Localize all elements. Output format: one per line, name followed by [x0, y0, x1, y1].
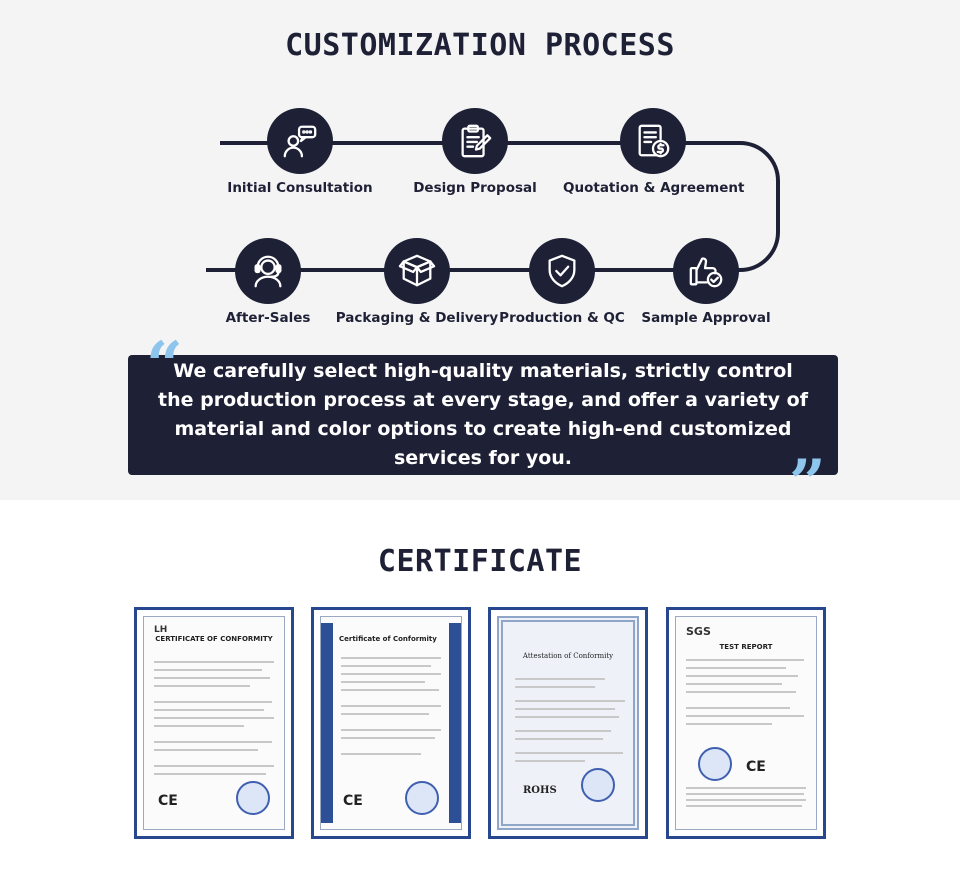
sgs-logo-icon: SGS — [686, 625, 711, 638]
quote-text: We carefully select high-quality materia… — [158, 360, 808, 469]
step-packaging-delivery: Packaging & Delivery — [327, 238, 507, 326]
invoice-dollar-icon — [620, 108, 686, 174]
step-label: Sample Approval — [641, 310, 771, 326]
cert-mark: CE — [158, 793, 178, 809]
consultation-chat-icon — [267, 108, 333, 174]
seal-icon — [236, 781, 270, 815]
thumbs-up-check-icon — [673, 238, 739, 304]
cert-heading: CERTIFICATE OF CONFORMITY — [155, 635, 273, 643]
cert-heading: Certificate of Conformity — [339, 635, 437, 643]
quote-box: We carefully select high-quality materia… — [128, 355, 838, 475]
seal-icon — [405, 781, 439, 815]
process-track — [206, 141, 780, 272]
step-initial-consultation: Initial Consultation — [210, 108, 390, 196]
cert-heading: TEST REPORT — [719, 643, 773, 651]
close-quote-icon: ” — [789, 446, 826, 521]
step-after-sales: After-Sales — [178, 238, 358, 326]
cert-logo-icon: LH — [154, 625, 168, 635]
shield-check-icon — [529, 238, 595, 304]
certificate-card: SGS TEST REPORT CE — [666, 607, 826, 839]
process-line — [206, 141, 780, 272]
seal-icon — [698, 747, 732, 781]
cert-heading: Attestation of Conformity — [522, 652, 614, 660]
step-label: Packaging & Delivery — [335, 310, 499, 326]
certificate-card: LH CERTIFICATE OF CONFORMITY CE — [134, 607, 294, 839]
certificate-card: Certificate of Conformity CE — [311, 607, 471, 839]
certificate-title: CERTIFICATE — [377, 544, 583, 579]
open-quote-icon: “ — [146, 328, 183, 403]
step-label: After-Sales — [225, 310, 311, 326]
cert-mark: CE — [343, 793, 363, 809]
step-label: Design Proposal — [413, 180, 537, 196]
step-label: Production & QC — [499, 310, 625, 326]
step-label: Initial Consultation — [227, 180, 373, 196]
step-quotation-agreement: Quotation & Agreement — [563, 108, 745, 196]
step-production-qc: Production & QC — [472, 238, 652, 326]
clipboard-pen-icon — [442, 108, 508, 174]
certificate-card: Attestation of Conformity ROHS — [488, 607, 648, 839]
step-label: Quotation & Agreement — [563, 180, 745, 196]
headset-support-icon — [235, 238, 301, 304]
seal-icon — [581, 768, 615, 802]
cert-mark: CE — [746, 759, 766, 775]
step-sample-approval: Sample Approval — [616, 238, 796, 326]
step-design-proposal: Design Proposal — [385, 108, 565, 196]
package-box-icon — [384, 238, 450, 304]
process-title: CUSTOMIZATION PROCESS — [285, 28, 675, 63]
cert-mark: ROHS — [523, 785, 557, 796]
